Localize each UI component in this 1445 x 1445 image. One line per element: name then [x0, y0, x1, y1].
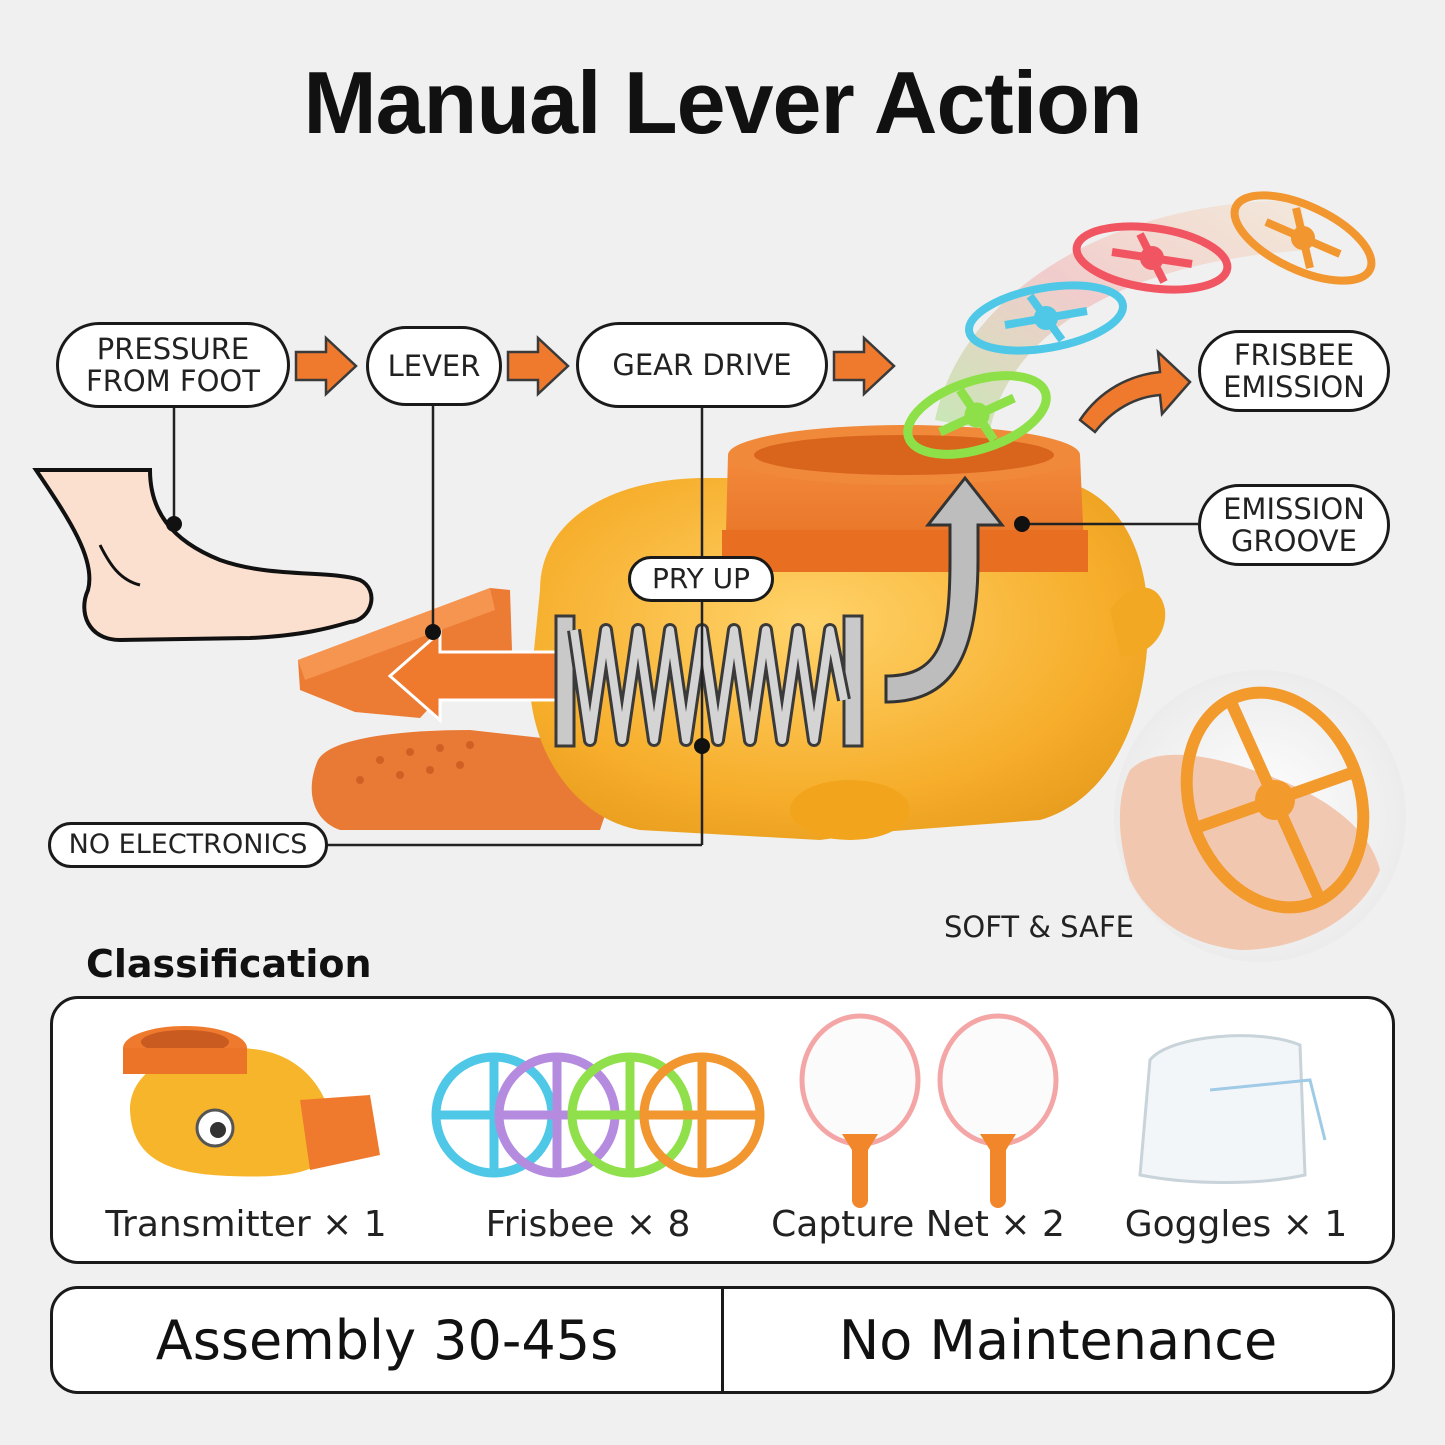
- flow-arrow-curve: [1078, 348, 1192, 434]
- frisbee-blue-flight: [965, 281, 1127, 355]
- pedal-texture: [356, 741, 474, 784]
- callout-pry-up: PRY UP: [628, 556, 774, 602]
- no-maintenance: No Maintenance: [838, 1308, 1278, 1372]
- footer-divider: [721, 1289, 724, 1391]
- assembly-time: Assembly 30-45s: [155, 1308, 619, 1372]
- motion-trail: [935, 200, 1310, 430]
- flow-arrows: [294, 335, 1192, 434]
- pedal-base: [311, 730, 610, 830]
- capture-net-image: [799, 1013, 1059, 1208]
- foot: [32, 468, 374, 643]
- item-transmitter: Transmitter × 1: [105, 1204, 387, 1245]
- frisbee-green-flight: [903, 371, 1051, 459]
- spring: [554, 614, 864, 748]
- connectors: [172, 406, 1198, 847]
- features-bar: Assembly 30-45s No Maintenance: [50, 1286, 1395, 1394]
- lever-arrow-left: [387, 628, 562, 724]
- soft-safe-label: SOFT & SAFE: [944, 910, 1134, 944]
- flow-arrow-1: [294, 335, 358, 397]
- page-title: Manual Lever Action: [303, 53, 1142, 152]
- callout-gear-drive: GEAR DRIVE: [576, 322, 828, 408]
- frisbee-orange-flight: [1230, 191, 1376, 285]
- duck-tail: [1110, 587, 1166, 656]
- callout-lever: LEVER: [366, 326, 502, 406]
- frisbee-red-flight: [1072, 222, 1232, 294]
- orange-frisbee-in-hand: [1180, 686, 1370, 914]
- item-goggles: Goggles × 1: [1124, 1204, 1348, 1245]
- flow-arrow-3: [832, 335, 896, 397]
- item-capture-net: Capture Net × 2: [771, 1204, 1065, 1245]
- duck-foot: [790, 780, 910, 840]
- callout-no-electronics: NO ELECTRONICS: [48, 822, 328, 868]
- up-arrow: [884, 475, 1006, 704]
- flow-arrow-2: [506, 335, 570, 397]
- callout-frisbee-emission: FRISBEE EMISSION: [1198, 330, 1390, 412]
- transmitter-image: [123, 1026, 380, 1177]
- classification-heading: Classification: [86, 942, 372, 986]
- callout-emission-groove: EMISSION GROOVE: [1198, 484, 1390, 566]
- goggles-image: [1138, 1034, 1327, 1184]
- frisbee-set-image: [431, 1052, 765, 1178]
- item-frisbee: Frisbee × 8: [485, 1204, 691, 1245]
- callout-pressure-from-foot: PRESSURE FROM FOOT: [56, 322, 290, 408]
- connector-dots: [166, 516, 1030, 754]
